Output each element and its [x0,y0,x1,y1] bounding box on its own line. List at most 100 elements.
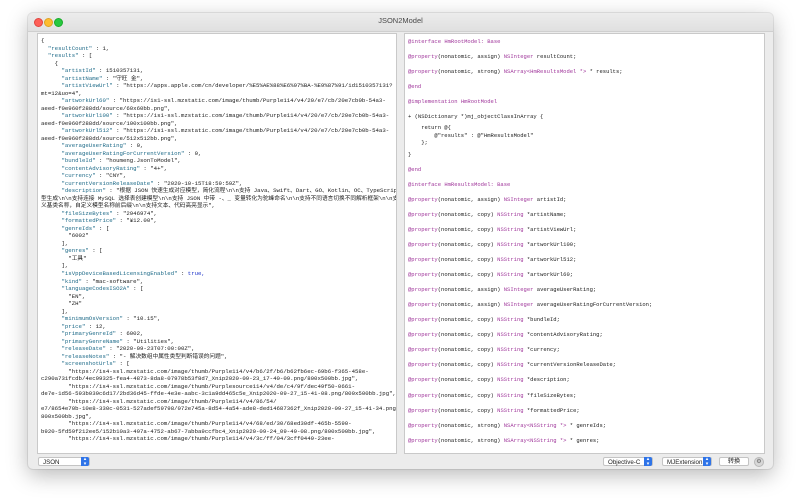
json-line: 义基类名称，自定义模型名称前后缀\n\n支持文本、代码高亮显示", [41,202,216,210]
json-line: 型生成\n\n支持连接 MySQL 选择表创建模型\n\n支持 JSON 中带 … [41,194,397,202]
json-line: aeed-f0e960f288dd/source/100x100bb.png", [41,119,178,127]
source-format-select[interactable]: JSON ▴▾ [38,457,90,466]
property-attrs: nonatomic, assign [441,301,498,309]
property-attrs: nonatomic, copy [441,226,491,234]
json-line: de7e-1d56-593b039c6d17/2bd36d45-ffde-4e3… [41,390,396,398]
model-line: @property(nonatomic, copy) NSString *art… [408,241,577,249]
json-line: "minimumOsVersion" : "10.15", [61,315,161,323]
minimize-window-button[interactable] [44,18,53,27]
json-line: "contentAdvisoryRating" : "4+", [61,164,168,172]
property-type: NSInteger [503,195,534,203]
model-line: @property(nonatomic, copy) NSString *con… [408,331,603,339]
property-attrs: nonatomic, strong [441,436,498,444]
json-input-editor[interactable]: { "resultCount" : 1, "results" : [ { "ar… [37,33,397,454]
property-type: NSString [497,361,524,369]
json-code-text[interactable]: { "resultCount" : 1, "results" : [ { "ar… [38,34,396,443]
json-line: ], [41,262,69,270]
property-name: *currency; [523,346,560,354]
json-line: aeed-f0e960f288dd/source/60x60bb.png", [41,104,171,112]
model-code-text[interactable]: @interface HmRootModel: Base@property(no… [405,34,764,453]
json-line: "genres" : [ [61,247,103,255]
model-line: }; [408,139,428,147]
model-line: @interface HmResultsModel: Base [408,180,511,188]
property-name: * genres; [566,436,600,444]
model-line: @property(nonatomic, assign) NSInteger a… [408,301,653,309]
model-line: @property(nonatomic, copy) NSString *cur… [408,361,616,369]
json-line: "https://is4-ssl.mzstatic.com/image/thum… [41,397,277,405]
json-line: "releaseDate" : "2020-09-23T07:00:00Z", [61,345,195,353]
app-window: JSON2Model { "resultCount" : 1, "results… [28,13,773,469]
model-line: @property(nonatomic, copy) NSString *des… [408,376,570,384]
property-name: *artworkUrl60; [523,271,574,279]
property-attrs: nonatomic, copy [441,241,491,249]
model-line: @end [405,79,764,94]
json-line: "resultCount" : 1, [47,44,110,52]
property-name: *description; [523,376,570,384]
property-type: NSString [497,406,524,414]
model-line: @property(nonatomic, copy) NSString *art… [408,226,577,234]
json-line: mt=12&uo=4", [41,89,82,97]
end-directive: @end [408,83,422,91]
bottom-toolbar: JSON ▴▾ Objective-C ▴▾ MJExtension ▴▾ 转换… [28,454,773,469]
model-line: @property(nonatomic, strong) NSArray<NSS… [408,436,600,444]
model-line: @property(nonatomic, strong) NSArray<NSS… [408,421,607,429]
json-line: "price" : 12, [61,322,106,330]
property-type: NSString [497,391,524,399]
property-type: NSString [497,226,524,234]
property-attrs: nonatomic, copy [441,346,491,354]
model-line: @property(nonatomic, copy) NSString *art… [408,210,567,218]
json-line: ], [41,239,69,247]
property-name: *artistViewUrl; [523,226,577,234]
model-line: @property(nonatomic, copy) NSString *fil… [408,391,577,399]
property-attrs: nonatomic, copy [441,256,491,264]
property-type: NSString [497,331,524,339]
model-line: @property(nonatomic, assign) NSInteger a… [408,286,597,294]
property-type: NSString [497,346,524,354]
model-line: return @{ [408,124,451,132]
json-line: "screenshotUrls" : [ [61,360,130,368]
convert-button[interactable]: 转换 [719,457,749,466]
zoom-window-button[interactable] [54,18,63,27]
model-line: + (NSDictionary *)mj_objectClassInArray … [408,113,544,121]
property-attrs: nonatomic, strong [441,421,498,429]
property-attrs: nonatomic, copy [441,316,491,324]
json-line: e7/8654e70b-10e8-330c-0531-527adef59798/… [41,405,397,413]
json-line: "bundleId" : "houmeng.JsonToModel", [61,157,181,165]
property-attrs: nonatomic, copy [441,361,491,369]
property-name: averageUserRating; [533,286,597,294]
json-line: "currency" : "CNY", [61,172,127,180]
property-attrs: nonatomic, assign [441,195,498,203]
property-name: *artworkUrl100; [523,241,577,249]
framework-select[interactable]: MJExtension ▴▾ [662,457,712,466]
json-line: "artistViewUrl" : "https://apps.apple.co… [61,82,393,90]
json-line: "6002" [41,232,89,240]
source-format-value: JSON [43,459,60,466]
close-window-button[interactable] [34,18,43,27]
property-name: *fileSizeBytes; [523,391,577,399]
json-line: "languageCodesISO2A" : [ [61,285,144,293]
json-line: ], [41,307,69,315]
json-line: "formattedPrice" : "¥12.00", [61,217,158,225]
model-line: @property(nonatomic, assign) NSInteger a… [408,195,567,203]
property-type: NSArray<HmResultsModel *> [503,68,587,76]
language-select[interactable]: Objective-C ▴▾ [603,457,653,466]
json-line: "artistId" : 1510357131, [61,67,144,75]
property-type: NSArray<NSString *> [503,436,567,444]
gear-icon[interactable]: ⚙ [754,457,764,467]
property-name: *bundleId; [523,316,560,324]
model-line: @property(nonatomic, copy) NSString *art… [408,256,577,264]
title-bar: JSON2Model [28,13,773,32]
json-line: "currentVersionReleaseDate" : "2020-10-1… [61,179,243,187]
model-output-editor[interactable]: @interface HmRootModel: Base@property(no… [404,33,765,454]
chevron-updown-icon: ▴▾ [703,457,711,466]
property-attrs: nonatomic, strong [441,68,498,76]
json-line: "artworkUrl100" : "https://is1-ssl.mzsta… [61,112,390,120]
property-type: BOOL [504,452,517,453]
property-name: averageUserRatingForCurrentVersion; [533,301,653,309]
property-type: NSString [497,256,524,264]
json-line: "averageUserRatingForCurrentVersion" : 0… [61,149,202,157]
json-line: "primaryGenreId" : 6002, [61,330,144,338]
json-line: b920-5fd59f212ee5/152b10a3-497a-4752-ab6… [41,427,376,435]
property-attrs: nonatomic, copy [441,271,491,279]
model-line: @property(nonatomic, strong) NSArray<HmR… [408,68,623,76]
